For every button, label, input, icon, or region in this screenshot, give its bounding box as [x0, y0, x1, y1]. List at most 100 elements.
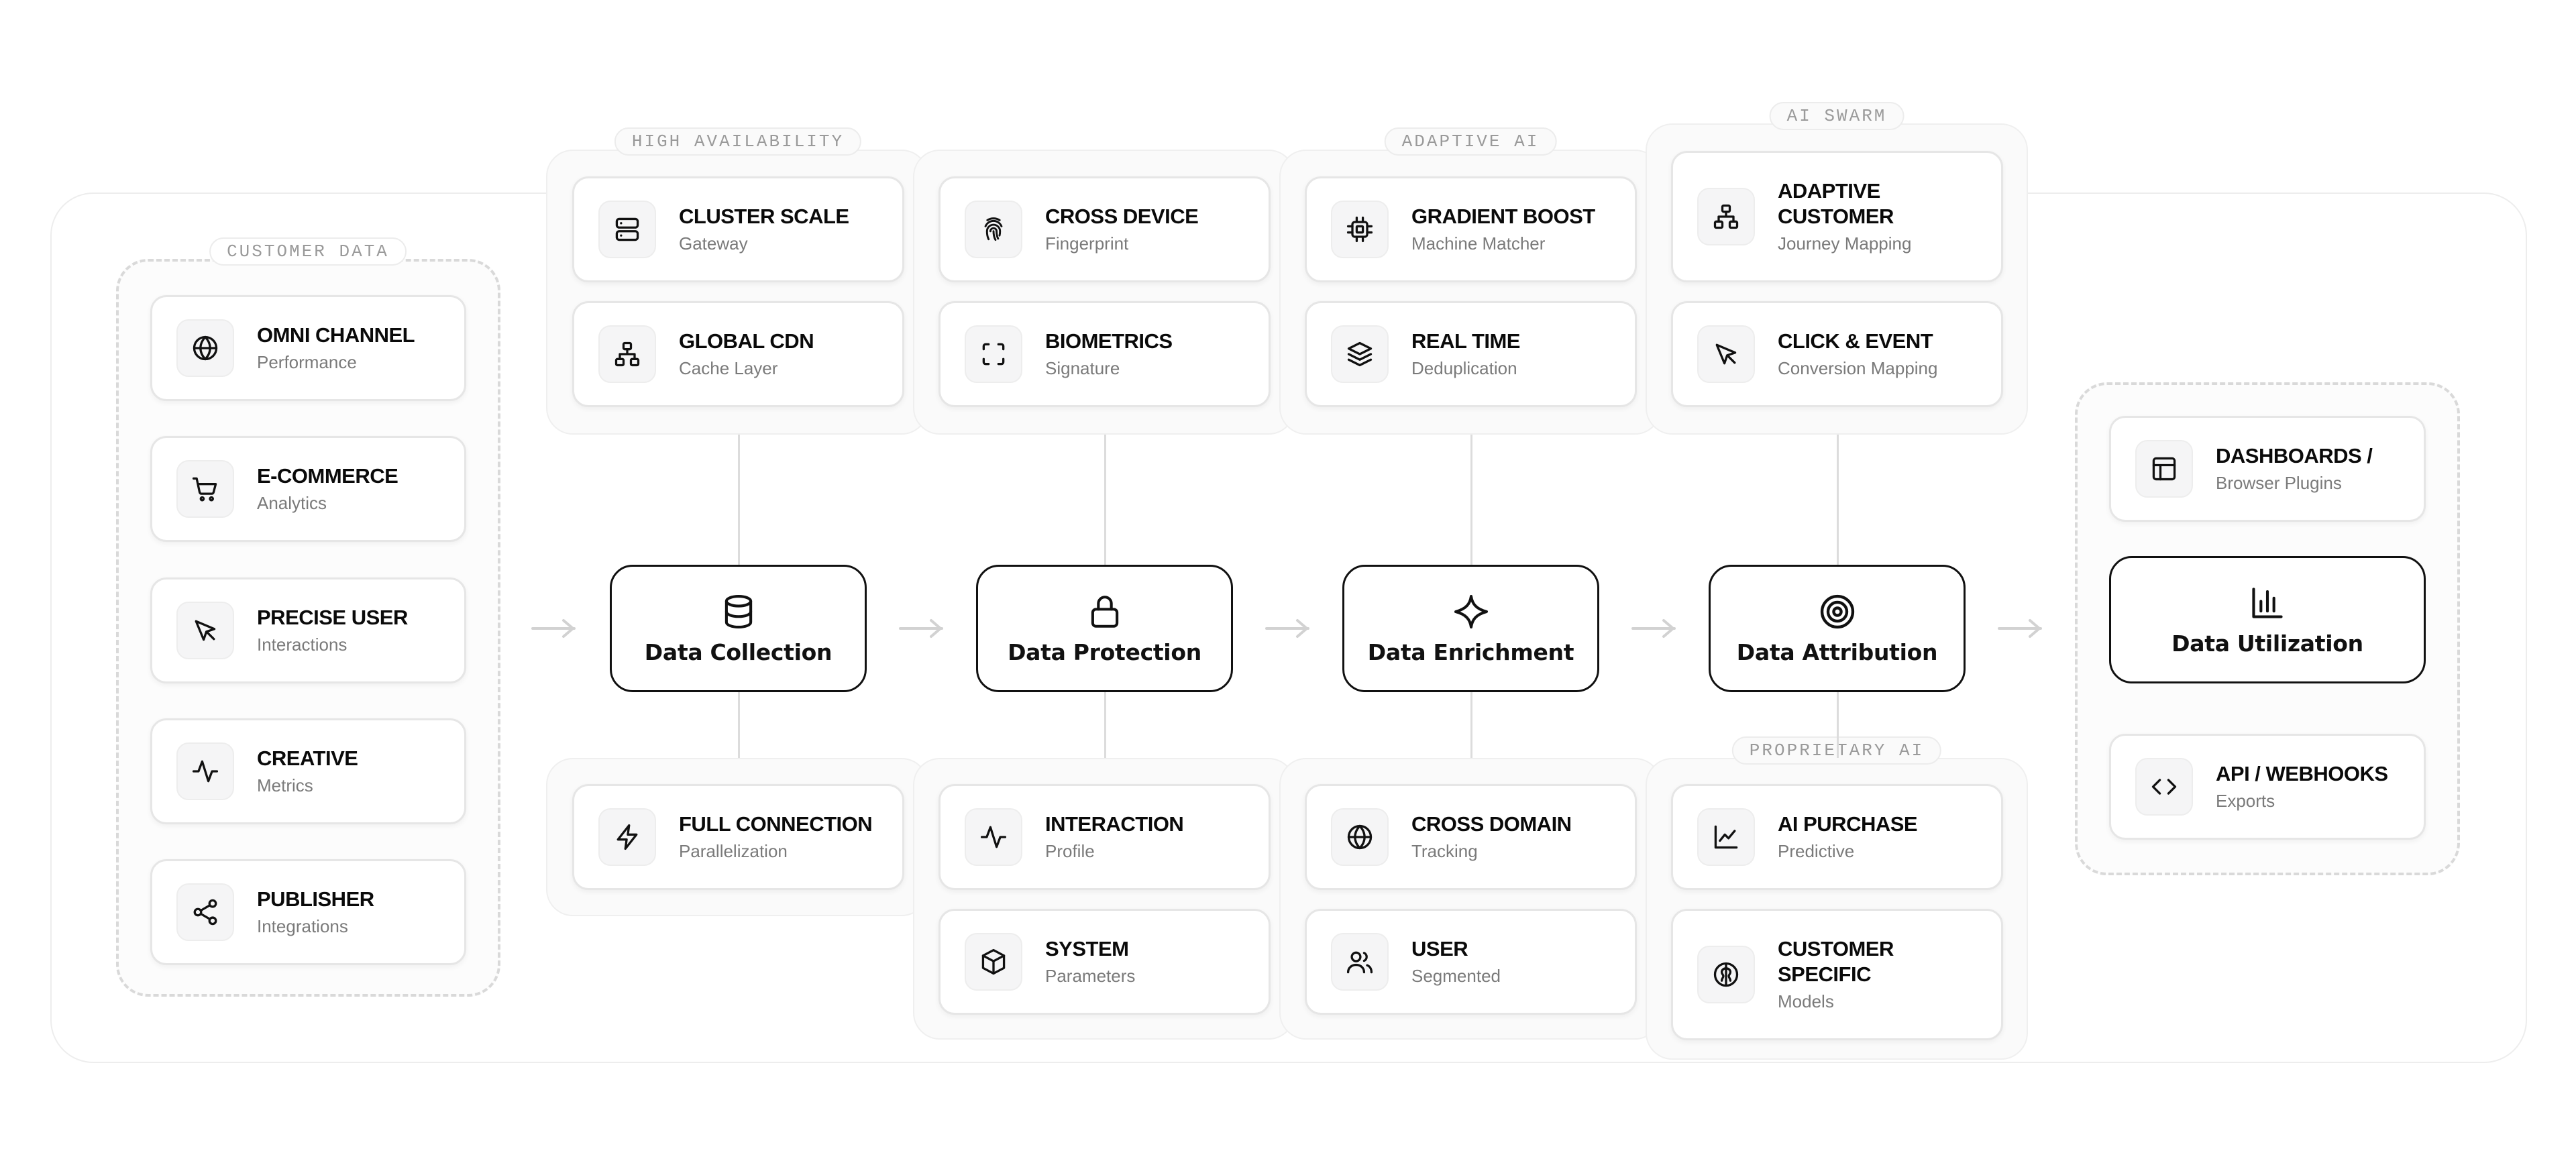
card-title: CROSS DEVICE [1045, 205, 1199, 228]
layout-icon [2135, 440, 2193, 498]
brain-icon [1697, 946, 1755, 1003]
stage-data-protection[interactable]: Data Protection [976, 565, 1233, 692]
cpu-icon [1331, 201, 1389, 258]
arrow-right-icon [896, 615, 950, 645]
card-title: USER [1411, 937, 1468, 960]
activity-pulse-icon [176, 742, 234, 800]
card-title: AI PURCHASE [1778, 812, 1918, 836]
ai-swarm-label: AI SWARM [1769, 102, 1904, 130]
network-icon [1697, 188, 1755, 245]
source-card-e-commerce[interactable]: E-COMMERCE Analytics [150, 436, 466, 542]
connector-line [1837, 692, 1839, 758]
connector-line [1104, 435, 1106, 565]
connector-line [1470, 692, 1472, 758]
card-subtitle: Models [1778, 991, 1834, 1011]
card-title: E-COMMERCE [257, 464, 398, 488]
card-title: ADAPTIVE CUSTOMER [1778, 179, 1894, 228]
stage-data-attribution[interactable]: Data Attribution [1709, 565, 1966, 692]
source-card-publisher[interactable]: PUBLISHER Integrations [150, 859, 466, 965]
card-title: CROSS DOMAIN [1411, 812, 1572, 836]
card-full-connection[interactable]: FULL CONNECTION Parallelization [572, 784, 904, 890]
card-subtitle: Signature [1045, 358, 1120, 378]
globe-icon [1331, 808, 1389, 866]
stage-data-enrichment[interactable]: Data Enrichment [1342, 565, 1599, 692]
card-subtitle: Interactions [257, 634, 347, 655]
output-card-api[interactable]: API / WEBHOOKS Exports [2109, 734, 2426, 840]
card-subtitle: Profile [1045, 841, 1095, 861]
card-title: INTERACTION [1045, 812, 1184, 836]
connector-line [738, 692, 740, 758]
stage-data-utilization[interactable]: Data Utilization [2109, 556, 2426, 683]
card-subtitle: Tracking [1411, 841, 1478, 861]
card-click-event[interactable]: CLICK & EVENT Conversion Mapping [1671, 301, 2003, 407]
output-card-dashboards[interactable]: DASHBOARDS /Browser Plugins [2109, 416, 2426, 522]
customer-data-label: CUSTOMER DATA [209, 237, 407, 266]
card-biometrics[interactable]: BIOMETRICS Signature [938, 301, 1271, 407]
card-title: OMNI CHANNEL [257, 323, 415, 347]
card-subtitle: Conversion Mapping [1778, 358, 1938, 378]
line-chart-icon [1697, 808, 1755, 866]
card-cross-domain[interactable]: CROSS DOMAIN Tracking [1305, 784, 1637, 890]
target-icon [1820, 594, 1854, 628]
card-subtitle: Fingerprint [1045, 233, 1129, 254]
card-subtitle: Integrations [257, 916, 348, 936]
card-title: API / WEBHOOKS [2216, 762, 2388, 785]
card-title: FULL CONNECTION [679, 812, 873, 836]
arrow-right-icon [529, 615, 582, 645]
card-adaptive-customer[interactable]: ADAPTIVE CUSTOMER Journey Mapping [1671, 151, 2003, 282]
card-title: SYSTEM [1045, 937, 1129, 960]
shopping-cart-icon [176, 460, 234, 518]
stage-label: Data Collection [644, 639, 833, 665]
card-subtitle: Analytics [257, 493, 327, 513]
arrow-right-icon [1995, 615, 2049, 645]
card-subtitle: Journey Mapping [1778, 233, 1912, 254]
users-icon [1331, 933, 1389, 991]
stage-data-collection[interactable]: Data Collection [610, 565, 867, 692]
card-title: GRADIENT BOOST [1411, 205, 1595, 228]
share-icon [176, 883, 234, 941]
stage-label: Data Utilization [2171, 630, 2363, 657]
card-subtitle: Performance [257, 352, 357, 372]
card-subtitle: Parallelization [679, 841, 788, 861]
globe-icon [176, 319, 234, 377]
card-cluster-scale[interactable]: CLUSTER SCALE Gateway [572, 176, 904, 282]
fingerprint-icon [965, 201, 1022, 258]
source-card-precise-user[interactable]: PRECISE USER Interactions [150, 577, 466, 683]
connector-line [738, 435, 740, 565]
card-title: CLICK & EVENT [1778, 329, 1933, 353]
proprietary-ai-label: PROPRIETARY AI [1731, 736, 1942, 765]
card-cross-device[interactable]: CROSS DEVICE Fingerprint [938, 176, 1271, 282]
layers-icon [1331, 325, 1389, 383]
stage-label: Data Enrichment [1367, 639, 1574, 665]
card-title: CREATIVE [257, 747, 358, 770]
code-icon [2135, 758, 2193, 816]
bar-chart-icon [2252, 587, 2283, 618]
sparkle-icon [1454, 594, 1488, 628]
card-subtitle: Deduplication [1411, 358, 1517, 378]
card-title: PRECISE USER [257, 606, 408, 629]
network-icon [598, 325, 656, 383]
card-title: PUBLISHER [257, 887, 374, 911]
card-subtitle: Exports [2216, 791, 2275, 811]
lock-icon [1091, 595, 1118, 628]
stage-label: Data Protection [1008, 639, 1201, 665]
scan-icon [965, 325, 1022, 383]
card-interaction[interactable]: INTERACTION Profile [938, 784, 1271, 890]
activity-pulse-icon [965, 808, 1022, 866]
card-title: CLUSTER SCALE [679, 205, 849, 228]
connector-line [1470, 435, 1472, 565]
card-subtitle: Cache Layer [679, 358, 778, 378]
arrow-right-icon [1629, 615, 1682, 645]
card-subtitle: Browser Plugins [2216, 473, 2342, 493]
card-title: BIOMETRICS [1045, 329, 1173, 353]
card-subtitle: Gateway [679, 233, 748, 254]
source-card-omni-channel[interactable]: OMNI CHANNEL Performance [150, 295, 466, 401]
